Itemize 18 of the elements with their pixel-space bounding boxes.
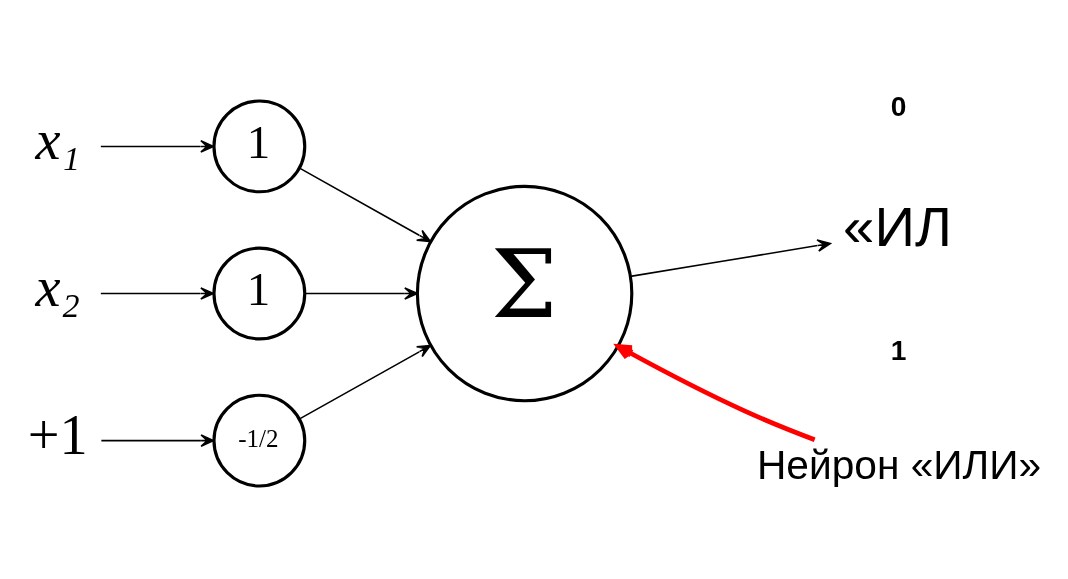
arrow (304, 286, 419, 300)
label: 1 (890, 334, 907, 366)
node-circle: 1 (212, 98, 307, 193)
node-circle: 1 (212, 246, 307, 340)
label: 0 (890, 90, 907, 122)
arrow (100, 433, 215, 447)
node-text: x₁ (35, 108, 81, 171)
arrow (629, 238, 832, 277)
arrow (615, 343, 816, 442)
node-text: +1 (27, 403, 88, 466)
arrow (298, 344, 432, 420)
node-text: Нейрон «ИЛИ» (757, 441, 1042, 488)
node-circle: -1/2 (212, 393, 307, 488)
node-text: «ИЛ (843, 194, 952, 258)
node-text: x₂ (35, 255, 81, 318)
arrow (100, 286, 215, 300)
arrow (100, 139, 215, 153)
arrow (298, 166, 432, 242)
